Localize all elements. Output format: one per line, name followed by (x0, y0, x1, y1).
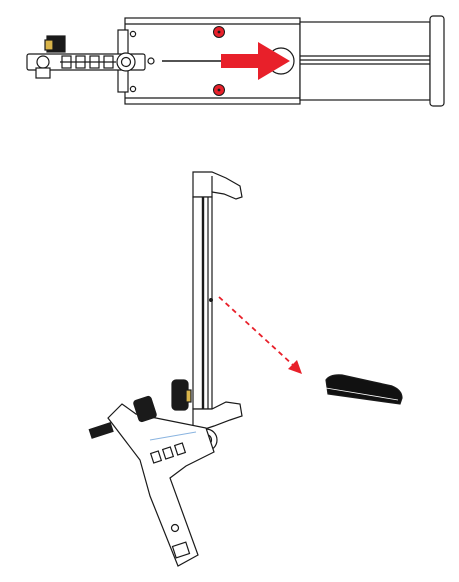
rail-marker (209, 298, 214, 303)
red-screw-bottom-center (217, 88, 221, 92)
rubber-pad-edge (325, 387, 399, 401)
corner-screw-top (129, 30, 137, 38)
clamp-pivot-left (36, 55, 50, 69)
clamp-knob-top-inner (44, 39, 54, 51)
arm-slot-2 (161, 446, 175, 460)
arm-hole (170, 523, 180, 533)
pad-placement-arrow-head (288, 360, 302, 374)
slide-direction-arrow (221, 42, 290, 80)
side-view-assembly (88, 171, 243, 567)
rubber-pad (325, 374, 403, 405)
pad-placement-arrow-line (218, 296, 294, 366)
arm-knob (133, 395, 157, 423)
extension-end-cap (429, 15, 445, 107)
arm-slot-3 (173, 442, 187, 456)
clamp-pivot-right-inner (120, 56, 132, 68)
side-knob-accent (185, 389, 192, 403)
red-screw-top-center (217, 30, 221, 34)
red-screws (213, 26, 225, 96)
corner-screw-bottom (129, 85, 137, 93)
rubber-pad-body (325, 374, 403, 405)
side-screw (147, 57, 155, 65)
arm-end-tab (171, 541, 191, 559)
pad-placement-arrow (218, 296, 302, 374)
arm-screw-stem (88, 422, 114, 439)
arm-slot-1 (149, 450, 163, 464)
alignment-guide (149, 431, 197, 441)
lower-arm (107, 403, 215, 567)
upper-clip (192, 171, 243, 200)
extension-arm (299, 21, 431, 101)
clamp-end-tab (35, 67, 51, 79)
